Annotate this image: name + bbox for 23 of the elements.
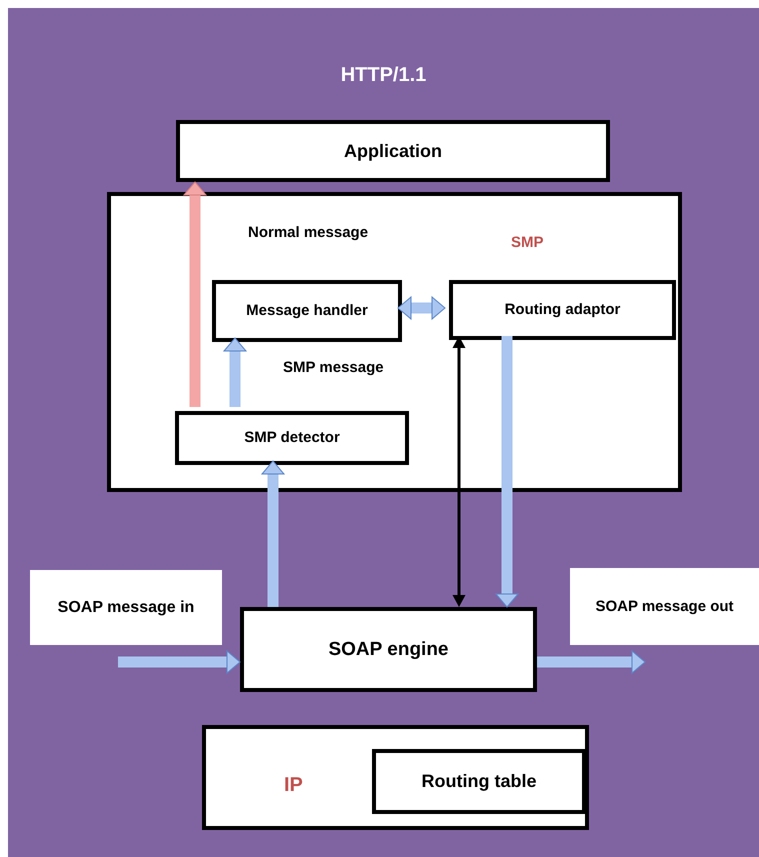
process-box: SOAP engine — [240, 607, 537, 692]
block-arrow — [262, 460, 284, 607]
block-arrow — [184, 182, 206, 407]
block-arrow — [537, 650, 646, 674]
block-arrow — [398, 296, 446, 320]
background-panel — [8, 8, 759, 857]
flow-label: SMP message — [283, 359, 384, 376]
process-box: SMP detector — [175, 411, 409, 465]
text-box: SOAP message in — [30, 570, 222, 645]
text-box: SOAP message out — [570, 568, 759, 645]
process-box: Message handler — [212, 280, 402, 342]
process-box: Routing table — [372, 749, 586, 814]
flow-label: Normal message — [248, 224, 368, 241]
layer-box — [202, 725, 589, 830]
block-arrow — [496, 336, 518, 608]
block-arrow — [224, 338, 246, 407]
layer-title: IP — [284, 774, 303, 797]
layer-title: SMP — [511, 234, 544, 251]
panel-title: HTTP/1.1 — [340, 64, 428, 87]
layer-box — [107, 192, 682, 492]
process-box: Application — [176, 120, 610, 182]
process-box: Routing adaptor — [449, 280, 676, 340]
block-arrow — [118, 650, 240, 674]
